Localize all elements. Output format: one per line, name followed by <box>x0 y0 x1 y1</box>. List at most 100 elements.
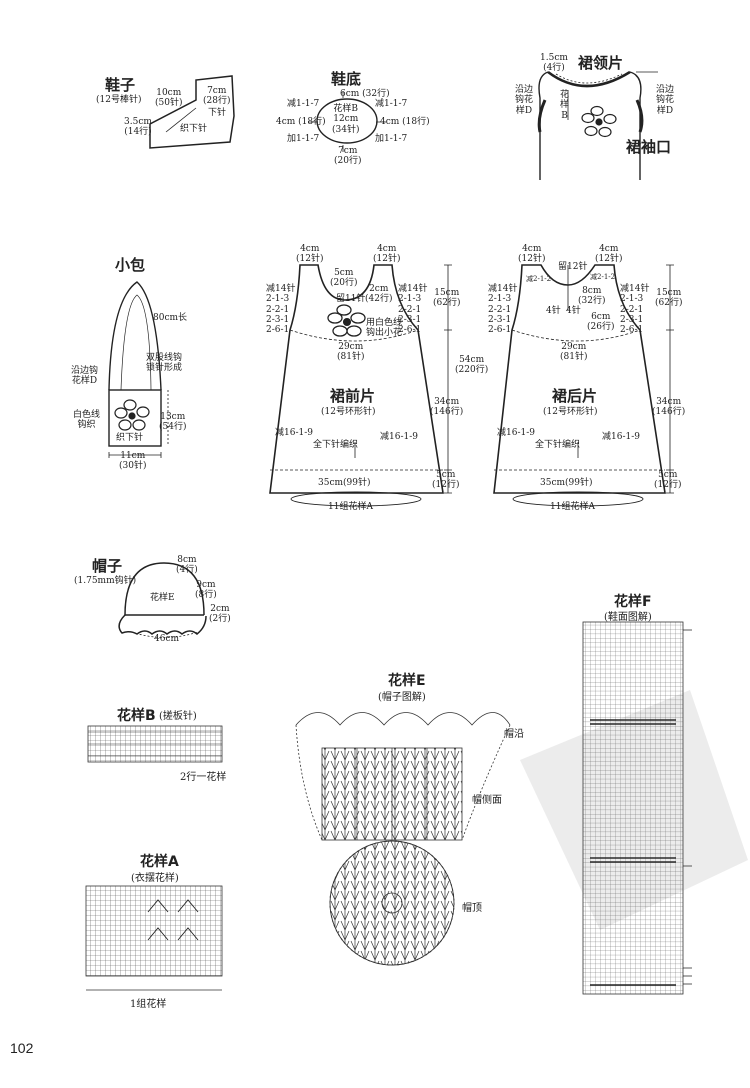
hat-top-label: 8cm(4行) <box>176 555 198 576</box>
collar-edge-right: 沿边钩花样D <box>656 85 675 116</box>
back-piece-schematic <box>493 264 674 507</box>
front-leave-11: 留11针 <box>336 294 366 304</box>
back-dec169-right: 减16-1-9 <box>602 432 640 442</box>
pattern-f-chart <box>582 621 692 995</box>
pattern-a-chart <box>85 885 223 991</box>
back-chest-label: 29cm(81针) <box>560 342 588 363</box>
back-h34-label: 34cm(146行) <box>652 397 686 418</box>
hat-pattern-label: 花样E <box>150 593 175 603</box>
bag-height-label: 13cm(54行) <box>159 412 187 433</box>
bag-title: 小包 <box>115 256 146 274</box>
collar-edge-left: 沿边钩花样D <box>515 85 534 116</box>
shoe-title: 鞋子 <box>105 76 136 94</box>
collar-flower-icon <box>581 105 617 138</box>
pattern-e-chart <box>295 712 511 966</box>
hat-hook: (1.75mm钩针) <box>74 576 137 586</box>
shoe-down-stitch: 下针 <box>208 108 227 118</box>
back-repeat-label: 11组花样A <box>550 502 595 512</box>
back-four-stitch-2: 4针 <box>566 306 581 316</box>
hat-side-label: 9cm(8行) <box>195 580 217 601</box>
front-h5-label: 5cm(12行) <box>432 470 460 491</box>
hat-title: 帽子 <box>92 557 123 575</box>
cuff-title: 裙袖口 <box>626 138 672 156</box>
sole-left-label: 4cm (18行) <box>276 117 326 127</box>
back-hem-label: 35cm(99针) <box>540 478 593 488</box>
pattern-a-subtitle: (衣摆花样) <box>131 873 179 884</box>
back-shoulder-right: 4cm(12针) <box>595 244 623 265</box>
back-neck8-label: 8cm(32行) <box>578 286 606 307</box>
sole-dec-right: 减1-1-7 <box>375 99 408 109</box>
pattern-b-note: 2行一花样 <box>180 772 227 783</box>
bag-knit-down: 织下针 <box>116 433 144 443</box>
hat-brim-label: 2cm(2行) <box>209 604 231 625</box>
front-flower-note: 用白色线钩出小花 <box>366 318 403 339</box>
back-four-stitch: 4针 <box>546 306 561 316</box>
page-number: 102 <box>10 1040 34 1056</box>
back-needle: (12号环形针) <box>543 407 598 417</box>
shoe-knit-down: 织下针 <box>180 124 208 134</box>
bag-edge-note: 沿边钩花样D <box>71 366 99 387</box>
shoe-needle: (12号棒针) <box>96 95 142 105</box>
bag-schematic <box>108 281 169 458</box>
bag-cord-note: 双股线钩锁针形成 <box>146 353 183 374</box>
front-chest-label: 29cm(81针) <box>337 342 365 363</box>
sole-bottom-label: 7cm(20行) <box>334 146 362 167</box>
front-h54-label: 54cm(220行) <box>455 355 489 376</box>
front-h15-label: 15cm(62行) <box>433 288 461 309</box>
back-h15-label: 15cm(62行) <box>655 288 683 309</box>
bag-width-label: 11cm(30针) <box>119 451 147 472</box>
sole-top-label: 6cm (32行) <box>340 89 390 99</box>
watermark <box>520 690 748 930</box>
back-neck6-label: 6cm(26行) <box>587 312 615 333</box>
sole-inc-left: 加1-1-7 <box>287 134 320 144</box>
shoe-height-label: 3.5cm(14行) <box>124 117 152 138</box>
shoe-length-label: 7cm(28行) <box>203 86 231 107</box>
front-neck-label: 5cm(20行) <box>330 268 358 289</box>
sole-title: 鞋底 <box>331 70 362 88</box>
front-needle: (12号环形针) <box>321 407 376 417</box>
pattern-e-brim: 帽沿 <box>504 729 524 740</box>
front-neck2-label: 2cm(42行) <box>365 284 393 305</box>
front-shoulder-right: 4cm(12针) <box>373 244 401 265</box>
sole-schematic <box>308 91 386 152</box>
pattern-a-note: 1组花样 <box>130 999 167 1010</box>
sole-dec-left: 减1-1-7 <box>287 99 320 109</box>
pattern-e-side: 帽侧面 <box>472 795 502 806</box>
pattern-f-title: 花样F <box>614 594 652 610</box>
back-all-down: 全下针编织 <box>535 440 581 450</box>
pattern-e-title: 花样E <box>388 673 426 689</box>
back-leave-12: 留12针 <box>558 262 588 272</box>
front-flower-icon <box>327 304 366 337</box>
sole-right-label: 4cm (18行) <box>380 117 430 127</box>
shoe-schematic <box>149 75 235 149</box>
pattern-b-subtitle: (搓板针) <box>159 711 197 722</box>
pattern-f-subtitle: (鞋面图解) <box>604 612 652 623</box>
back-title: 裙后片 <box>552 387 598 405</box>
pattern-b-chart <box>87 725 223 763</box>
front-shoulder-left: 4cm(12针) <box>296 244 324 265</box>
pattern-e-subtitle: (帽子图解) <box>378 692 426 703</box>
collar-width-label: 1.5cm(4行) <box>540 53 568 74</box>
front-h34-label: 34cm(146行) <box>430 397 464 418</box>
shoe-width-label: 10cm(50针) <box>155 88 183 109</box>
pattern-a-title: 花样A <box>140 854 179 870</box>
back-dec-b: 减2-1-2 <box>590 273 616 281</box>
front-piece-schematic <box>269 264 452 507</box>
hat-circ-label: 46cm <box>154 634 180 644</box>
back-dec169-left: 减16-1-9 <box>497 428 535 438</box>
front-dec169-left: 减16-1-9 <box>275 428 313 438</box>
bag-white-note: 白色线钩织 <box>73 410 101 431</box>
pattern-b-title: 花样B <box>117 708 156 724</box>
front-all-down: 全下针编织 <box>313 440 359 450</box>
collar-title: 裙领片 <box>578 54 624 72</box>
hat-schematic <box>118 562 207 638</box>
front-dec169-right: 减16-1-9 <box>380 432 418 442</box>
back-dec-a: 减2-1-2 <box>526 275 552 283</box>
pattern-e-top: 帽顶 <box>462 903 482 914</box>
sole-inc-right: 加1-1-7 <box>375 134 408 144</box>
